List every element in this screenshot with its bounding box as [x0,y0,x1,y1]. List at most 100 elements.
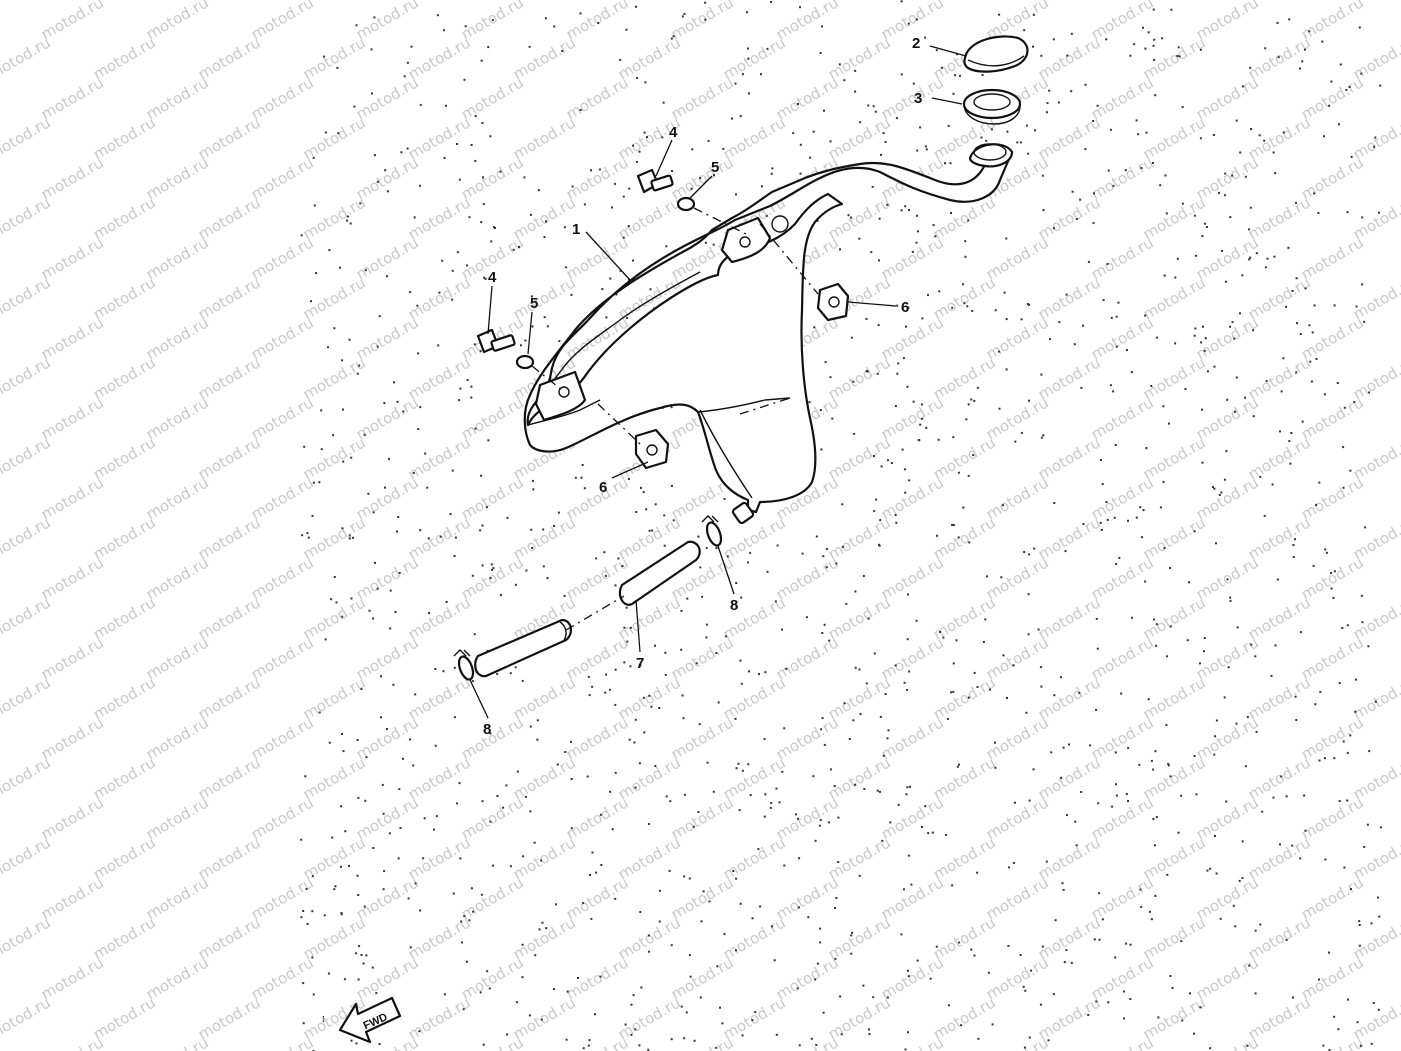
speckle-dot [1193,214,1196,217]
speckle-dot [1200,341,1203,344]
speckle-dot [341,359,344,362]
watermark-text: motod.ru [0,0,54,3]
speckle-dot [372,511,375,514]
speckle-dot [441,259,444,262]
speckle-dot [867,617,870,620]
speckle-dot [962,283,965,286]
speckle-dot [588,1039,591,1042]
speckle-dot [434,744,437,747]
speckle-dot [707,139,710,142]
speckle-dot [1255,730,1258,733]
speckle-dot [525,569,528,572]
washer-lower-part [515,354,535,370]
speckle-dot [1292,996,1294,999]
speckle-dot [378,1043,381,1046]
speckle-dot [1115,783,1117,786]
speckle-dot [1285,795,1288,798]
speckle-dot [544,17,547,20]
speckle-dot [514,666,517,669]
speckle-dot [991,1023,994,1026]
speckle-dot [442,670,445,673]
speckle-dot [973,954,976,957]
watermark-text: motod.ru [458,393,527,443]
speckle-dot [770,1,773,3]
speckle-dot [580,476,583,479]
speckle-dot [697,535,700,538]
speckle-dot [890,462,893,464]
speckle-dot [1294,695,1297,698]
speckle-dot [609,790,612,793]
watermark-text: motod.ru [405,113,474,163]
speckle-dot [998,13,1001,16]
speckle-dot [649,288,652,291]
watermark-text: motod.ru [353,0,422,43]
speckle-dot [947,1004,950,1007]
watermark-text: motod.ru [1088,873,1157,923]
speckle-dot [1114,444,1117,446]
watermark-text: motod.ru [1298,0,1367,43]
speckle-dot [1012,664,1015,667]
speckle-dot [481,800,484,803]
speckle-dot [715,1046,718,1049]
speckle-dot [915,619,918,622]
speckle-dot [538,928,541,931]
speckle-dot [1295,719,1298,721]
speckle-dot [792,132,795,135]
speckle-dot [989,688,991,691]
speckle-dot [835,897,838,899]
speckle-dot [822,555,825,558]
speckle-dot [819,409,822,412]
speckle-dot [1152,44,1155,47]
speckle-dot [1323,393,1326,396]
speckle-dot [897,362,900,365]
speckle-dot [947,124,950,127]
speckle-dot [843,702,846,705]
speckle-dot [920,403,923,406]
speckle-dot [458,782,461,785]
watermark-text: motod.ru [38,233,107,283]
speckle-dot [747,57,750,60]
watermark-text: motod.ru [90,753,159,803]
speckle-dot [833,785,836,788]
watermark-text: motod.ru [1035,33,1104,83]
watermark-text: motod.ru [668,73,737,123]
speckle-dot [1040,436,1043,439]
speckle-dot [595,557,598,560]
watermark-text: motod.ru [720,673,789,723]
speckle-dot [1379,826,1382,829]
speckle-dot [518,245,520,248]
watermark-text: motod.ru [143,793,212,843]
speckle-dot [619,269,622,272]
speckle-dot [629,626,632,629]
speckle-dot [1312,564,1315,567]
speckle-dot [910,883,913,886]
speckle-dot [873,510,876,513]
watermark-text: motod.ru [353,553,422,603]
speckle-dot [386,275,389,278]
speckle-dot [1113,516,1116,519]
speckle-dot [697,811,700,813]
watermark-text: motod.ru [0,993,54,1043]
speckle-dot [1285,305,1287,308]
speckle-dot [909,785,911,788]
watermark-text: motod.ru [248,73,317,123]
speckle-dot [708,900,711,903]
watermark-text: motod.ru [1298,393,1367,443]
speckle-dot [823,109,825,112]
speckle-dot [1060,676,1062,679]
watermark-text: motod.ru [195,993,264,1043]
speckle-dot [1318,759,1321,762]
speckle-dot [625,28,628,31]
speckle-dot [1023,551,1026,553]
speckle-dot [553,25,556,28]
speckle-dot [304,775,307,778]
speckle-dot [705,546,708,549]
speckle-dot [311,875,314,878]
speckle-dot [1165,724,1168,727]
speckle-dot [1304,829,1307,832]
watermark-text: motod.ru [0,433,54,483]
speckle-dot [1252,329,1255,332]
speckle-dot [840,1033,843,1036]
speckle-dot [453,555,456,557]
speckle-dot [480,893,483,896]
